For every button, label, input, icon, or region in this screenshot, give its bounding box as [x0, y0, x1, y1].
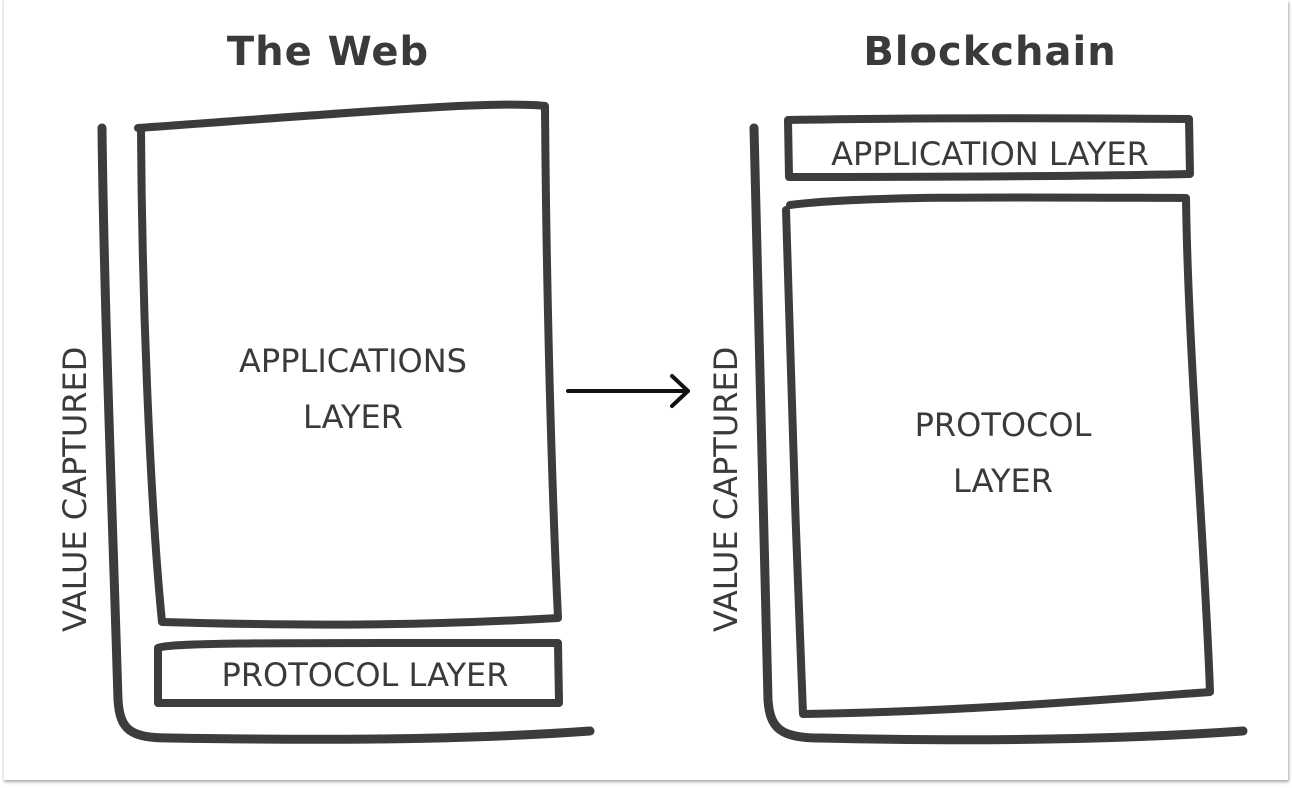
left-axis-label: VALUE CAPTURED [56, 347, 94, 632]
left-top-box-line1: APPLICATIONS [239, 342, 467, 380]
left-top-box-line2: LAYER [303, 398, 403, 436]
left-axis [97, 123, 595, 744]
right-top-box [784, 114, 1194, 181]
transition-arrow [566, 374, 690, 408]
right-bottom-box-line2: LAYER [953, 462, 1053, 500]
right-axis [749, 123, 1248, 745]
arrow-right-icon [566, 374, 690, 408]
right-panel-title: Blockchain [863, 29, 1116, 75]
right-panel: Blockchain VALUE CAPTURED APPLICATION LA… [707, 29, 1248, 745]
left-bottom-box [154, 638, 563, 708]
left-bottom-box-label: PROTOCOL LAYER [222, 656, 509, 694]
right-bottom-box-line1: PROTOCOL [915, 406, 1092, 444]
right-top-box-label: APPLICATION LAYER [831, 135, 1149, 173]
left-top-box [134, 100, 562, 629]
right-bottom-box [782, 193, 1214, 718]
left-panel-title: The Web [227, 29, 429, 75]
right-axis-label: VALUE CAPTURED [707, 347, 745, 632]
left-panel: The Web VALUE CAPTURED APPLICATIONS LAYE… [56, 29, 595, 744]
